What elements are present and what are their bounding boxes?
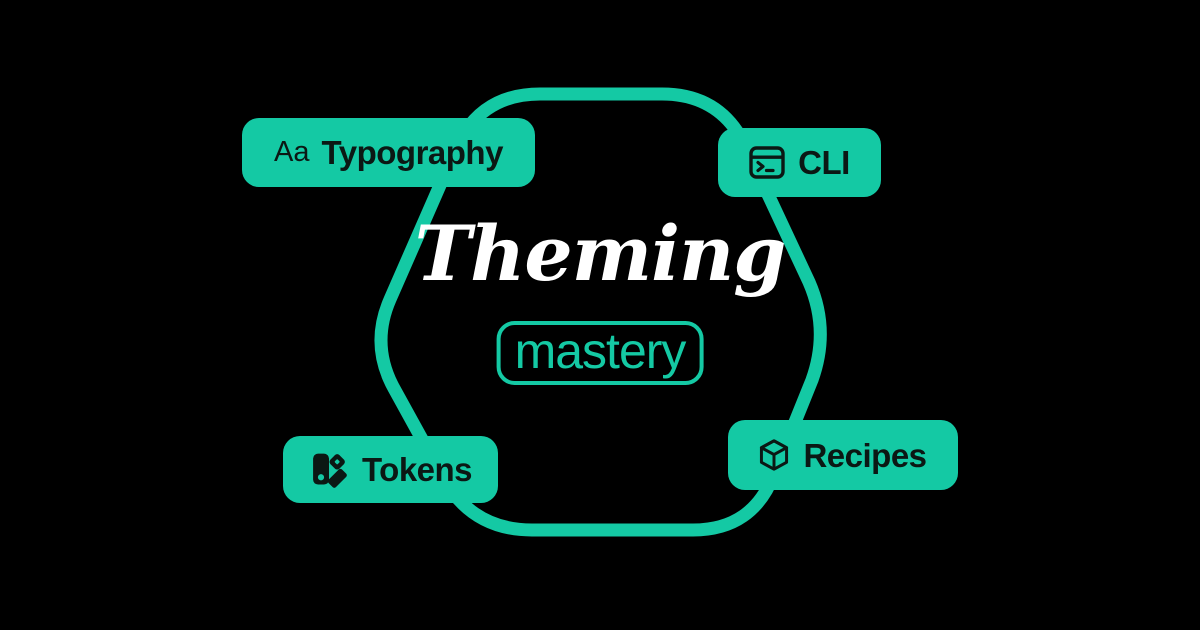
swatches-icon — [309, 450, 349, 490]
badge-cli[interactable]: CLI — [718, 128, 881, 197]
badge-recipes-label: Recipes — [803, 436, 927, 474]
badge-recipes[interactable]: Recipes — [728, 420, 958, 490]
badge-typography-label: Typography — [321, 134, 504, 171]
subtitle-mastery-box: mastery — [496, 321, 704, 385]
cube-icon — [759, 439, 789, 471]
badge-cli-label: CLI — [798, 144, 850, 181]
badge-typography[interactable]: Aa Typography — [242, 118, 535, 187]
badge-tokens[interactable]: Tokens — [283, 436, 498, 503]
title-theming: Theming — [414, 209, 787, 298]
subtitle-mastery-text: mastery — [514, 323, 687, 379]
badge-tokens-label: Tokens — [361, 451, 473, 488]
terminal-icon — [749, 146, 785, 179]
letters-aa-icon: Aa — [274, 136, 310, 168]
